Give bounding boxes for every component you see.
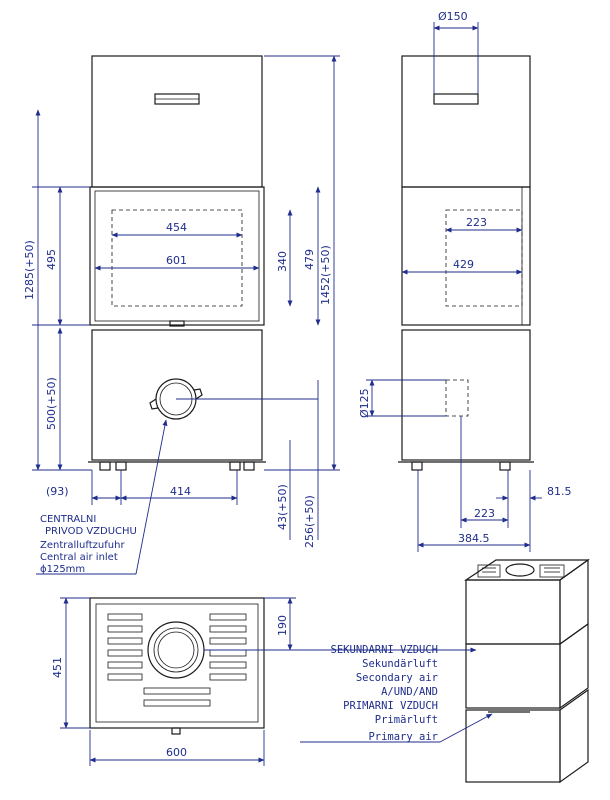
dim-side-total-depth: 384.5 (458, 532, 490, 545)
air-legend: SEKUNDARNI VZDUCH Sekundärluft Secondary… (262, 644, 493, 743)
dim-top-view-width: 600 (166, 746, 187, 759)
grate-slots-left (107, 613, 143, 681)
central-inlet-line-5: ϕ125mm (40, 564, 85, 575)
dim-side-inner-width: 223 (466, 216, 487, 229)
dim-foot-height-a: 43(+50) (276, 484, 289, 530)
front-base-box (91, 329, 263, 461)
side-glass-frame (401, 186, 531, 326)
dim-front-inner-width: 601 (166, 254, 187, 267)
side-base-box (401, 329, 531, 461)
legend-primary-cz: PRIMARNI VZDUCH (343, 700, 438, 712)
top-view-flue-ring (147, 621, 205, 679)
legend-primary-en: Primary air (368, 731, 438, 743)
side-view: Ø150 223 429 Ø125 81.5 223 384.5 (358, 10, 572, 552)
legend-and: A/UND/AND (381, 686, 438, 698)
dim-front-inner-height: 340 (276, 251, 289, 272)
legend-secondary-de: Sekundärluft (362, 658, 438, 670)
isometric-view (464, 558, 590, 784)
central-inlet-line-4: Central air inlet (40, 552, 118, 563)
dim-front-opening-height: 479 (303, 249, 316, 270)
dim-front-glass-height: 495 (45, 249, 58, 270)
top-view-outline (89, 597, 265, 729)
legend-primary-de: Primärluft (375, 714, 438, 726)
legend-secondary-cz: SEKUNDARNI VZDUCH (331, 644, 438, 656)
central-inlet-line-3: Zentralluftzufuhr (40, 540, 125, 551)
dim-foot-height-b: 256(+50) (303, 495, 316, 548)
dim-top-view-depth: 451 (51, 657, 64, 678)
iso-glass-box (465, 643, 561, 709)
dim-flue-diameter: Ø150 (438, 10, 468, 23)
iso-top-box (465, 579, 561, 645)
front-view: 1285(+50) 495 500(+50) 340 479 1452(+50)… (23, 55, 340, 548)
foot-left-front (99, 461, 111, 471)
side-opening-dashed (445, 209, 523, 307)
legend-secondary-en: Secondary air (356, 672, 438, 684)
foot-right-front (229, 461, 241, 471)
flue-outlet-side (433, 93, 479, 105)
dim-foot-spacing: 414 (170, 485, 191, 498)
central-inlet-note: CENTRALNI PRIVOD VZDUCHU Zentralluftzufu… (36, 419, 168, 575)
front-glass-frame (89, 186, 265, 326)
dim-top-view-offset: 190 (276, 615, 289, 636)
dim-air-inlet-diameter: Ø125 (358, 388, 371, 418)
dim-front-base-height: 500(+50) (45, 377, 58, 430)
dim-front-inner-width-top: 454 (166, 221, 187, 234)
front-top-box (91, 55, 263, 188)
dim-front-body-height: 1285(+50) (23, 240, 36, 300)
side-top-box (401, 55, 531, 188)
air-inlet-pipe-side (445, 379, 469, 417)
dim-front-total-height: 1452(+50) (319, 245, 332, 305)
top-view: 451 190 600 (51, 597, 300, 766)
dim-side-opening-width: 429 (453, 258, 474, 271)
dim-side-foot-offset: 81.5 (547, 485, 572, 498)
grate-slots-right (209, 613, 247, 681)
central-inlet-line-1: CENTRALNI (40, 514, 96, 525)
central-inlet-line-2: PRIVOD VZDUCHU (45, 526, 137, 537)
door-handle (169, 320, 185, 327)
dim-side-foot-spacing: 223 (474, 507, 495, 520)
front-opening-dashed (111, 209, 243, 307)
dim-left-offset: (93) (46, 485, 69, 498)
